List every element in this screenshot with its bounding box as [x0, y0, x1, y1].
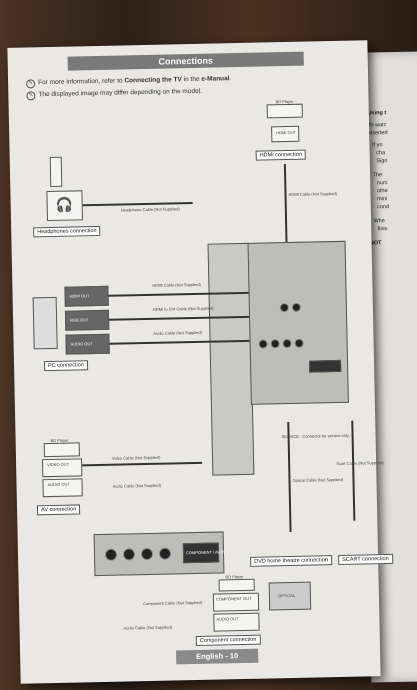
av-in-port	[122, 548, 136, 561]
page-number: English - 10	[176, 648, 259, 665]
av-bd-player: BD Player	[43, 438, 80, 458]
right-bullet: mini	[377, 196, 388, 203]
av-port	[270, 339, 280, 349]
comp-out-box: COMPONENT OUT	[212, 592, 260, 612]
optical-device: OPTICAL	[268, 581, 312, 611]
pc-tower-icon	[32, 296, 58, 350]
video-wire	[82, 461, 203, 467]
right-bullet: Sign	[376, 158, 388, 165]
pc-hdmi-out: HDMI OUT	[64, 285, 109, 307]
component-in-label-box: COMPONENT / AV IN	[182, 542, 225, 564]
bd-player-top: BD Player	[266, 99, 303, 119]
pc-audio-out: AUDIO OUT	[65, 333, 110, 355]
component-connection-label: Component connection	[195, 634, 261, 647]
note-line-1: ✎For more information, refer to Connecti…	[26, 75, 231, 89]
dvd-connection-label: DVD home theatre connection	[250, 555, 332, 567]
headphone-jacks	[49, 156, 63, 187]
right-bullet: finis	[377, 226, 388, 233]
right-line: inserted	[367, 130, 388, 137]
tv-back-panel	[247, 240, 349, 405]
av-in-port	[158, 547, 172, 560]
right-line: To watc	[367, 122, 387, 129]
hdmi-connection-label: HDMI connection	[255, 149, 306, 161]
scart-wire	[351, 420, 356, 521]
av-connection-label: AV connection	[36, 504, 81, 516]
right-bullet: Whe	[373, 218, 385, 225]
note-line-2: ✎The displayed image may differ dependin…	[26, 88, 202, 101]
av-port	[294, 338, 304, 348]
component-av-panel: COMPONENT / AV IN	[93, 531, 225, 577]
right-heading: Using t	[367, 110, 387, 117]
comp-bd-player: BD Player	[218, 574, 255, 592]
right-bullet: cond	[377, 204, 390, 211]
hdmi-wire	[283, 164, 288, 255]
service-note: SERVICE : Connector for service only.	[281, 432, 350, 440]
headphones-connection-label: Headphones connection	[33, 225, 101, 238]
comp-audio-out-box: AUDIO OUT	[213, 612, 260, 632]
av-port	[282, 338, 292, 349]
manual-page: Connections ✎For more information, refer…	[7, 40, 393, 684]
section-header: Connections	[67, 51, 304, 71]
right-bullet: The	[372, 172, 383, 179]
av-port	[258, 339, 268, 349]
headphones-box: 🎧	[46, 190, 84, 222]
av-in-port	[104, 548, 118, 561]
hdmi-out-box: HDMI OUT	[271, 125, 300, 143]
av-in-port	[140, 547, 154, 561]
right-bullet: num	[376, 180, 388, 187]
scart-connection-label: SCART connection	[338, 553, 393, 566]
note-icon: ✎	[26, 91, 36, 101]
right-bullet: If yo	[372, 142, 383, 149]
hdmi-port	[291, 302, 301, 312]
right-bullet: othe	[376, 188, 388, 195]
note-icon: ✎	[26, 79, 36, 89]
headphones-icon: 🎧	[55, 196, 74, 213]
scart-port	[308, 359, 342, 373]
av-audio-out: AUDIO OUT	[42, 478, 83, 498]
pc-connection-label: PC connection	[43, 360, 88, 372]
av-video-out: VIDEO OUT	[42, 458, 83, 478]
pc-rgb-out: RGB OUT	[64, 309, 110, 331]
hdmi-port	[279, 303, 289, 313]
right-bullet: cha	[376, 150, 386, 157]
